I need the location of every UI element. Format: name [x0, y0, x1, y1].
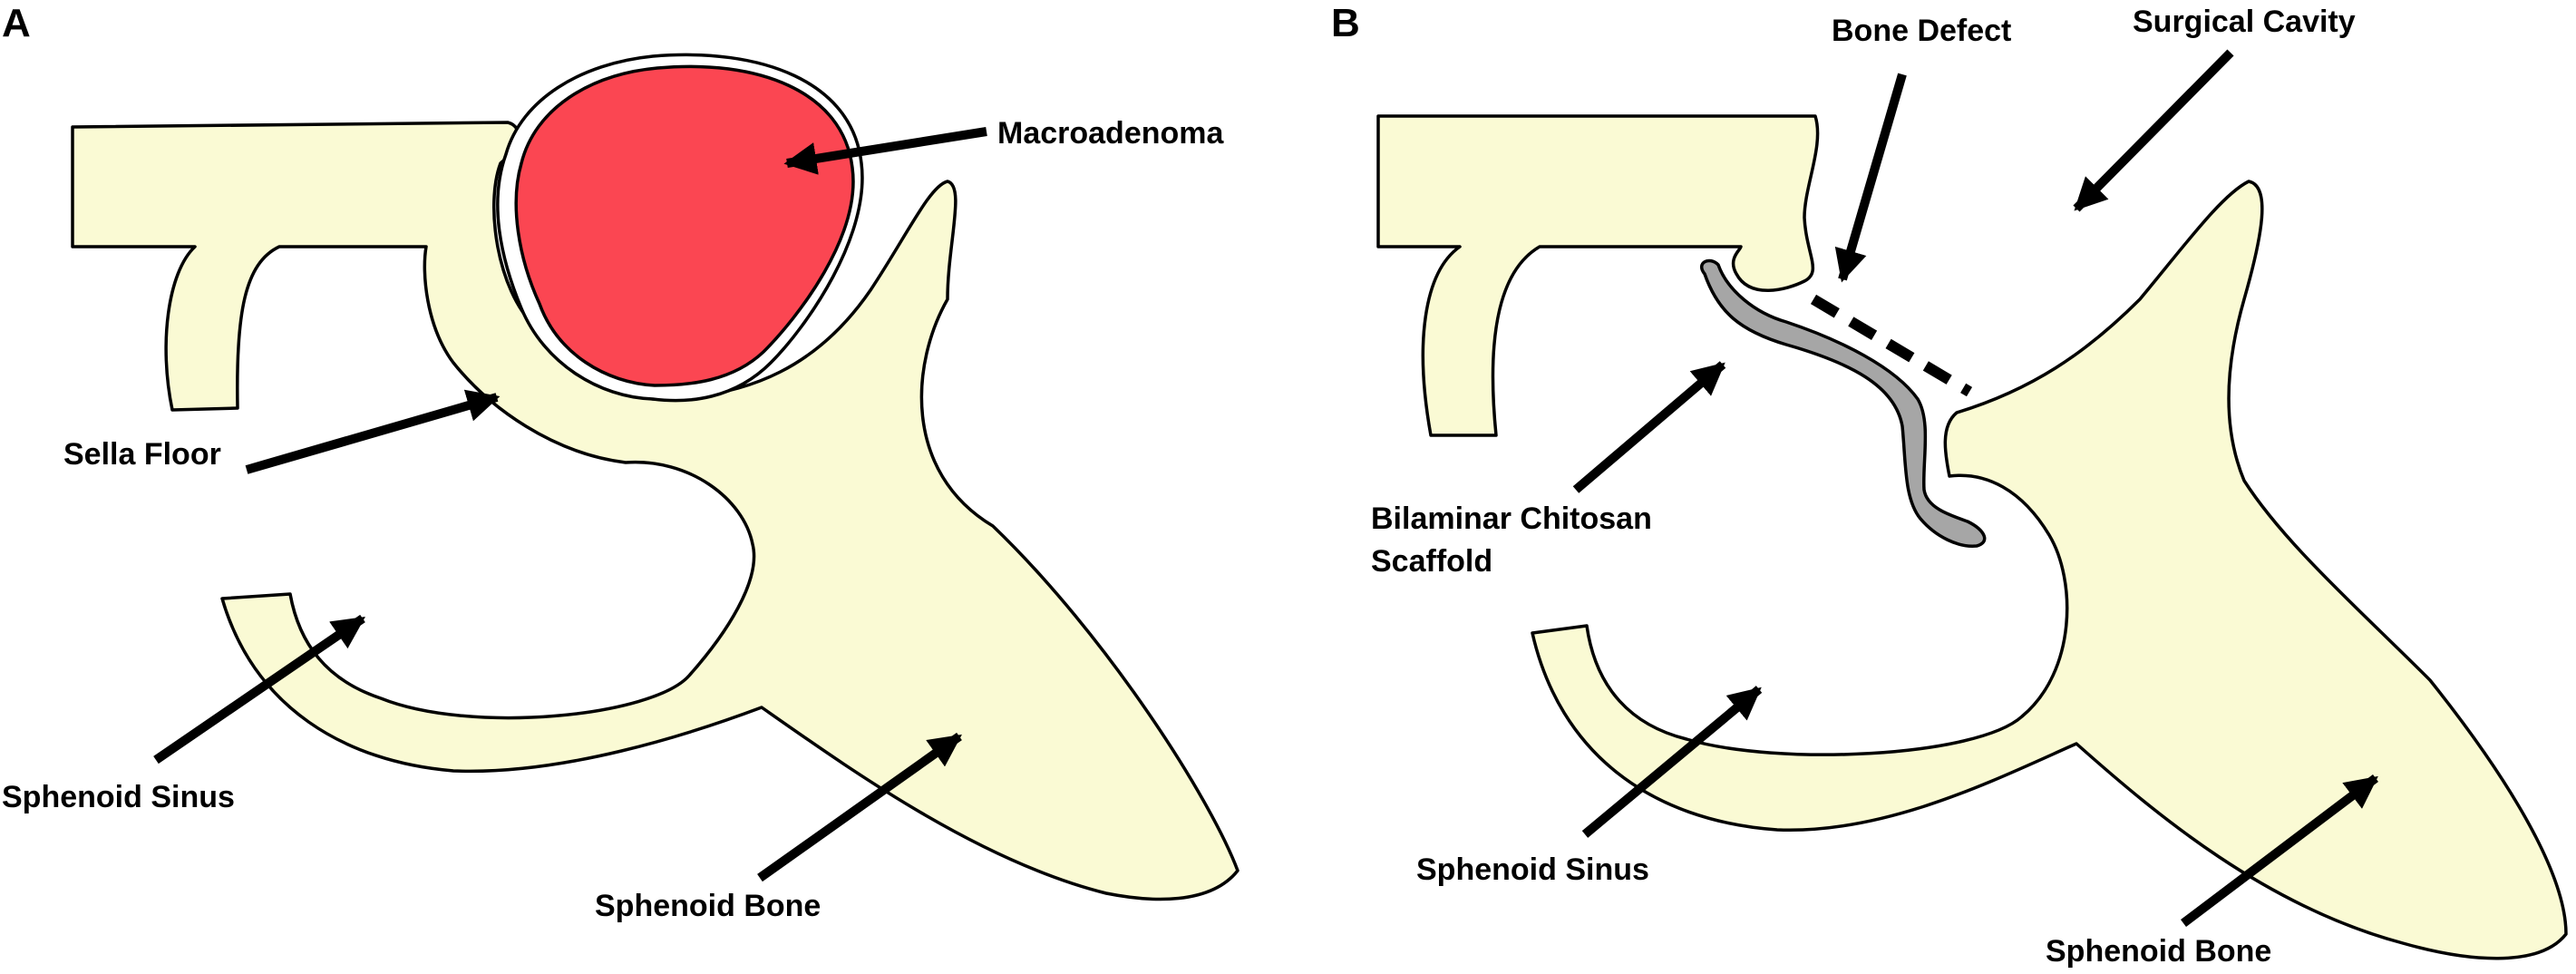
panel-b-sphenoid-bone [1376, 114, 1820, 437]
panel-b-label-surgical-cavity: Surgical Cavity [2133, 5, 2356, 39]
panel-a-label-sphenoid-sinus: Sphenoid Sinus [2, 780, 235, 814]
panel-b-letter: B [1331, 1, 1360, 45]
panel-b-label-scaffold-line1: Bilaminar Chitosan [1371, 502, 1652, 536]
panel-b-arrow-scaffold [1572, 361, 1726, 493]
panel-a-label-sella-floor: Sella Floor [63, 437, 221, 472]
panel-a-label-macroadenoma: Macroadenoma [997, 116, 1224, 151]
panel-b: B Bone Defect Surgical Cavity Bilaminar … [1331, 1, 2568, 969]
panel-b-arrow-sphenoid-sinus [1581, 686, 1763, 838]
panel-a-arrow-macroadenoma [783, 127, 987, 175]
panel-b-label-sphenoid-sinus: Sphenoid Sinus [1416, 852, 1649, 887]
panel-b-chitosan-scaffold [1699, 258, 1987, 548]
panel-b-label-scaffold-line2: Scaffold [1371, 544, 1492, 579]
panel-a: A Macroadenoma Sella Floor Sphenoid Sinu… [2, 1, 1239, 923]
panel-a-macroadenoma [514, 64, 855, 387]
panel-a-arrow-sphenoid-sinus [153, 614, 365, 765]
panel-a-letter: A [2, 1, 31, 45]
panel-b-label-sphenoid-bone: Sphenoid Bone [2046, 934, 2271, 969]
panel-b-label-bone-defect: Bone Defect [1832, 14, 2011, 48]
panel-b-arrow-bone-defect [1834, 73, 1907, 283]
panel-b-arrow-surgical-cavity [2073, 49, 2234, 212]
panel-b-bone-defect-line [1810, 294, 1973, 397]
panel-a-label-sphenoid-bone: Sphenoid Bone [595, 889, 821, 923]
panel-a-arrow-sphenoid-bone [757, 732, 962, 882]
panel-a-arrow-sella-floor [245, 389, 501, 474]
panel-a-sphenoid-bone [71, 121, 1239, 901]
panel-b-sphenoid-bone-right [1531, 180, 2568, 960]
panel-b-arrow-sphenoid-bone [2180, 774, 2379, 927]
